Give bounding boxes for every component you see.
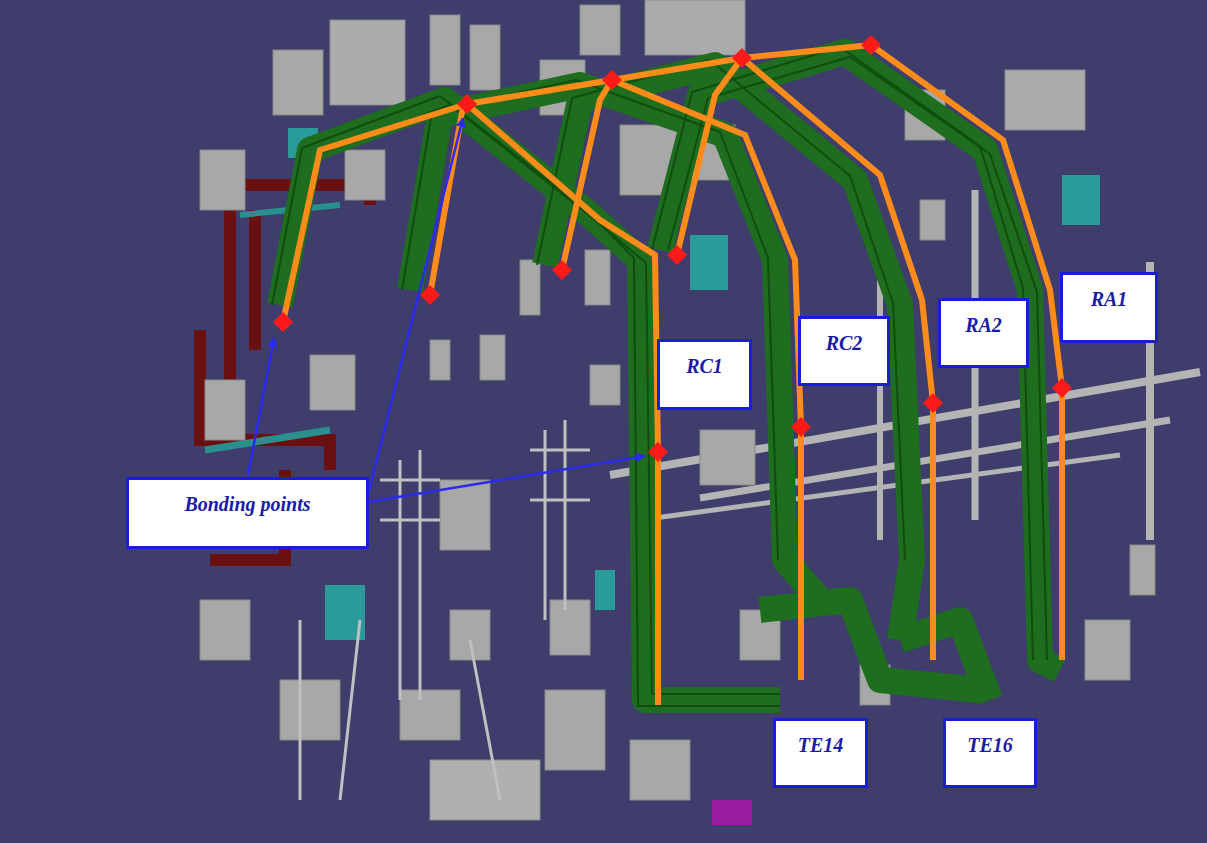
label-text: TE16 (967, 734, 1013, 756)
label-box: RC2 (798, 316, 890, 386)
label-text: RA2 (965, 314, 1002, 336)
label-box: Bonding points (126, 477, 369, 549)
label-text: RA1 (1091, 288, 1128, 310)
label-text: RC2 (826, 332, 863, 354)
label-text: TE14 (798, 734, 844, 756)
cable-bundles (272, 47, 1060, 706)
routing-lines (283, 45, 1062, 705)
label-text: RC1 (686, 355, 723, 377)
label-box: TE16 (943, 718, 1037, 788)
label-box: RC1 (657, 339, 752, 410)
leader-arrows (248, 118, 645, 502)
equipment-blocks (200, 0, 1155, 820)
label-text: Bonding points (184, 493, 310, 515)
label-box: RA2 (938, 298, 1029, 368)
label-box: RA1 (1060, 272, 1158, 343)
label-box: TE14 (773, 718, 868, 788)
